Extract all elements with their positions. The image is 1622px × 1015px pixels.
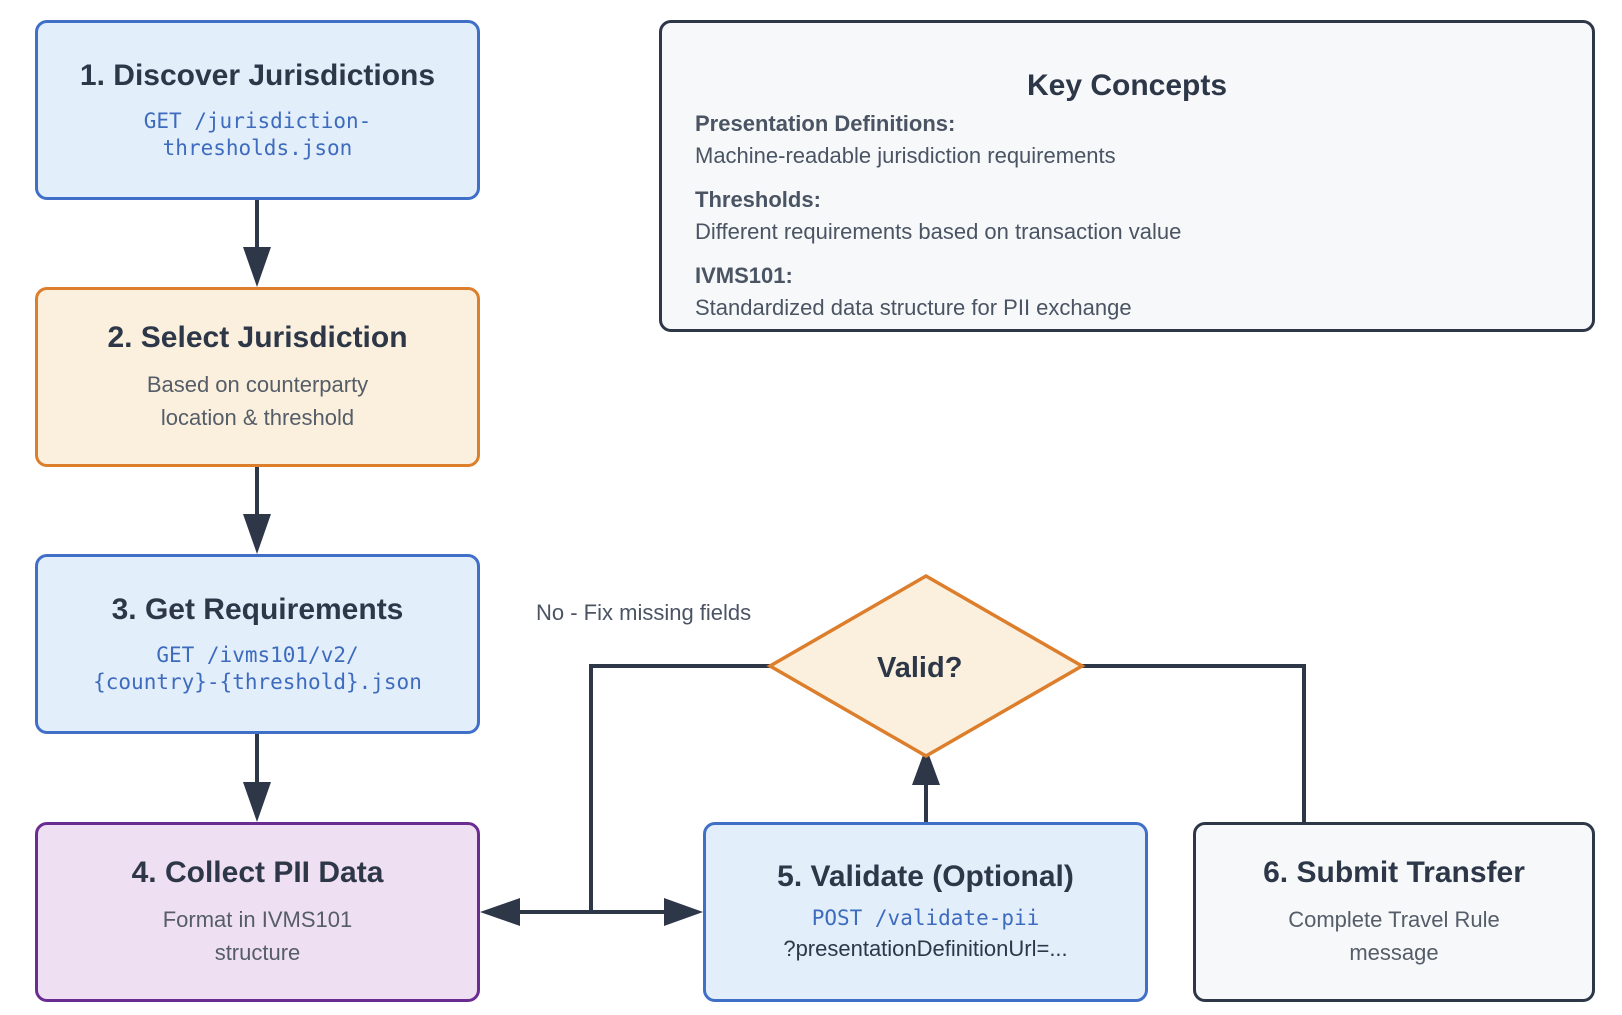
key-concepts-title: Key Concepts [1026,69,1228,102]
endpoint-line: GET /ivms101/v2/ [156,643,359,667]
step-validate: 5. Validate (Optional) POST /validate-pi… [703,822,1148,1002]
no-branch-label: No - Fix missing fields [536,600,752,625]
step-description: Complete Travel Rule message [1288,903,1500,969]
decision-label: Valid? [877,652,963,684]
description-line: Based on counterparty [146,372,369,397]
step-description: Format in IVMS101 structure [163,903,353,969]
decision-diamond [766,573,1086,759]
arrowhead-step3 [243,514,271,554]
arrowhead-step4 [243,782,271,822]
step-endpoint: GET /ivms101/v2/ {country}-{threshold}.j… [93,642,422,696]
description-line: message [1349,940,1439,965]
no-branch-line [589,664,770,912]
step-title: 5. Validate (Optional) [777,860,1074,893]
step-description: Based on counterparty location & thresho… [147,368,368,434]
step-discover-jurisdictions: 1. Discover Jurisdictions GET /jurisdict… [35,20,480,200]
key-concepts-panel: Key Concepts Presentation Definitions: M… [659,20,1595,332]
step-title: 6. Submit Transfer [1263,856,1525,889]
step-collect-pii-data: 4. Collect PII Data Format in IVMS101 st… [35,822,480,1002]
concept-description: Standardized data structure for PII exch… [695,295,1132,320]
endpoint-line: POST /validate-pii [811,906,1040,930]
description-line: location & threshold [160,405,355,430]
arrowhead-step2 [243,247,271,287]
endpoint-line: thresholds.json [162,136,353,160]
step-submit-transfer: 6. Submit Transfer Complete Travel Rule … [1193,822,1595,1002]
description-line: Complete Travel Rule [1288,907,1500,932]
concept-term: IVMS101: [695,263,793,288]
concept-description: Different requirements based on transact… [695,219,1182,244]
step-query-param: ?presentationDefinitionUrl=... [783,932,1067,965]
step-title: 2. Select Jurisdiction [107,321,408,354]
arrowhead-decision [912,747,940,785]
description-line: Format in IVMS101 [162,907,353,932]
description-line: ?presentationDefinitionUrl=... [783,936,1068,961]
yes-branch-line [1082,664,1306,822]
step-title: 4. Collect PII Data [131,856,384,889]
step-title: 3. Get Requirements [111,593,404,626]
step-get-requirements: 3. Get Requirements GET /ivms101/v2/ {co… [35,554,480,734]
concept-description: Machine-readable jurisdiction requiremen… [695,143,1116,168]
step-select-jurisdiction: 2. Select Jurisdiction Based on counterp… [35,287,480,467]
concept-term: Presentation Definitions: [695,111,956,136]
arrowhead-into-step4 [480,898,520,926]
step-endpoint: GET /jurisdiction- thresholds.json [144,108,372,162]
endpoint-line: {country}-{threshold}.json [93,670,422,694]
step-endpoint: POST /validate-pii [812,905,1040,932]
step-title: 1. Discover Jurisdictions [79,59,436,92]
description-line: structure [214,940,301,965]
concept-term: Thresholds: [695,187,821,212]
endpoint-line: GET /jurisdiction- [143,109,372,133]
arrowhead-into-step5 [664,898,703,926]
